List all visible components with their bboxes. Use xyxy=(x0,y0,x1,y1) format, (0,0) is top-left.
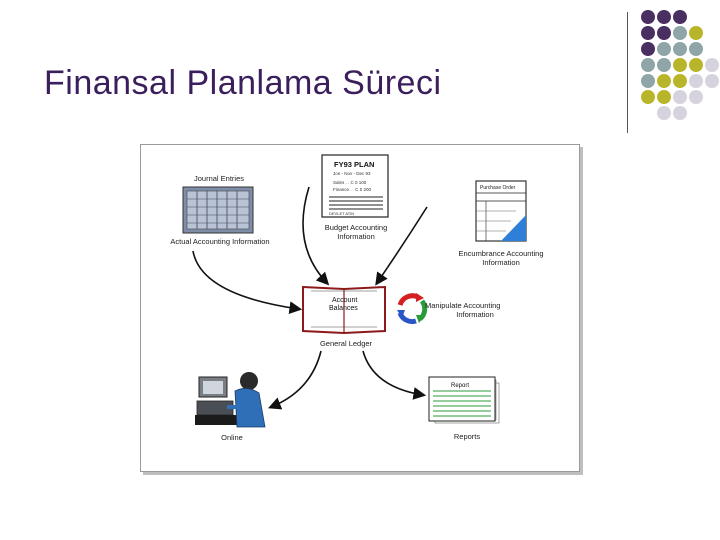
decorative-dot-grid xyxy=(637,10,720,122)
dot xyxy=(705,58,719,72)
dot xyxy=(689,74,703,88)
dot xyxy=(641,74,655,88)
dot xyxy=(673,106,687,120)
journal-entries-icon xyxy=(182,186,254,234)
dot xyxy=(657,106,671,120)
process-diagram: FY93 PLAN Jon - Nov - Dec 93 Sales . . C… xyxy=(182,154,527,428)
plan-line-2: Sales . . C 0 100 xyxy=(333,180,367,185)
arrow-ledger-to-online xyxy=(268,350,322,410)
online-label: Online xyxy=(221,433,243,442)
encumbrance-label-2: Information xyxy=(482,258,520,267)
arrow-budget-to-ledger xyxy=(302,186,330,286)
slide-title: Finansal Planlama Süreci xyxy=(44,64,442,102)
dot xyxy=(641,58,655,72)
arrow-actual-to-ledger xyxy=(192,250,303,314)
arrow-ledger-to-reports xyxy=(362,350,427,400)
arrow-encumbrance-to-ledger xyxy=(375,206,428,286)
plan-stamp: DEVLET ATIN xyxy=(329,211,354,216)
report-sheet-label: Report xyxy=(451,383,469,389)
operator-computer-icon xyxy=(195,372,266,428)
budget-label-2: Information xyxy=(337,232,375,241)
dot xyxy=(689,90,703,104)
dot xyxy=(657,42,671,56)
dot xyxy=(657,74,671,88)
dot xyxy=(641,10,655,24)
dot xyxy=(673,42,687,56)
dot xyxy=(641,90,655,104)
dot xyxy=(689,58,703,72)
dot xyxy=(689,26,703,40)
dot xyxy=(657,26,671,40)
process-diagram-frame: FY93 PLAN Jon - Nov - Dec 93 Sales . . C… xyxy=(140,144,580,472)
actual-accounting-label: Actual Accounting Information xyxy=(170,237,270,246)
dot xyxy=(705,74,719,88)
dot xyxy=(673,26,687,40)
dot xyxy=(641,42,655,56)
purchase-order-icon: Purchase Order xyxy=(475,180,527,242)
journal-entries-label: Journal Entries xyxy=(193,174,245,183)
encumbrance-label-1: Encumbrance Accounting xyxy=(458,249,544,258)
plan-line-3: Finance . . C 0 200 xyxy=(333,187,372,192)
plan-line-1: Jon - Nov - Dec 93 xyxy=(333,171,371,176)
ledger-book-icon: Account Balances xyxy=(302,285,386,335)
budget-label-1: Budget Accounting xyxy=(324,223,388,232)
manipulate-label-2: Information xyxy=(456,310,494,319)
dot xyxy=(673,10,687,24)
manipulate-label-1: Manipulate Accounting xyxy=(425,301,501,310)
dot xyxy=(673,90,687,104)
reports-label: Reports xyxy=(453,432,481,441)
purchase-order-label: Purchase Order xyxy=(480,185,516,191)
cycle-arrows-icon xyxy=(397,293,428,325)
general-ledger-label: General Ledger xyxy=(319,339,373,348)
report-stack-icon: Report xyxy=(428,376,500,424)
dot xyxy=(689,42,703,56)
dot xyxy=(673,74,687,88)
title-divider xyxy=(627,12,628,133)
dot xyxy=(641,26,655,40)
plan-title: FY93 PLAN xyxy=(334,160,374,169)
plan-document-icon: FY93 PLAN Jon - Nov - Dec 93 Sales . . C… xyxy=(321,154,389,218)
dot xyxy=(657,58,671,72)
account-label: Account xyxy=(332,297,357,304)
balances-label: Balances xyxy=(329,305,358,312)
dot xyxy=(673,58,687,72)
dot xyxy=(657,10,671,24)
dot xyxy=(657,90,671,104)
